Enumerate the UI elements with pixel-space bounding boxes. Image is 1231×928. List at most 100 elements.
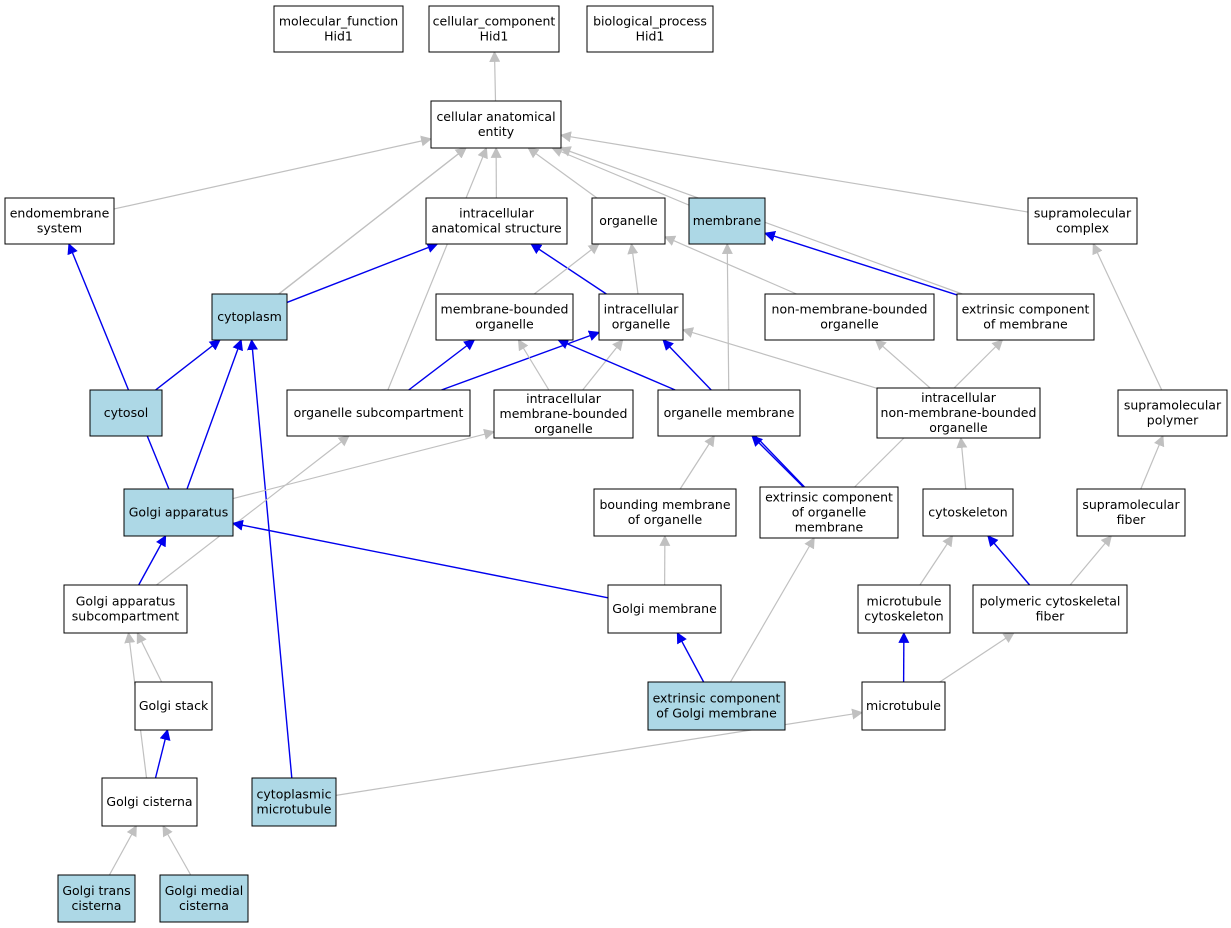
- node-cytoskeleton[interactable]: cytoskeleton: [922, 488, 1014, 537]
- node-golgi_cisterna[interactable]: Golgi cisterna: [101, 777, 198, 827]
- edge-extrinsic_component_of_golgi_membrane-to-golgi_membrane: [676, 632, 705, 683]
- node-box: [4, 197, 115, 245]
- node-organelle_subcompartment[interactable]: organelle subcompartment: [286, 389, 471, 437]
- edge-membrane-to-cellular_anatomical_entity: [551, 146, 690, 206]
- node-cytoplasm[interactable]: cytoplasm: [211, 293, 288, 341]
- node-box: [857, 584, 951, 634]
- edge-extrinsic_component_of_membrane-to-membrane: [763, 231, 958, 296]
- node-box: [211, 293, 288, 341]
- node-label: supramolecular: [1124, 398, 1222, 413]
- node-label: cellular_component: [433, 14, 556, 29]
- node-golgi_stack[interactable]: Golgi stack: [134, 681, 213, 731]
- node-label: fiber: [1036, 609, 1065, 624]
- node-label: anatomical structure: [431, 221, 561, 236]
- edge-golgi_apparatus-to-cytoplasm: [186, 338, 243, 490]
- edge-membrane_bounded_organelle-to-organelle: [533, 243, 600, 295]
- node-box: [428, 5, 560, 53]
- edge-cytoplasmic_microtubule-to-cytoplasm: [247, 338, 293, 779]
- node-box: [251, 777, 337, 827]
- node-label: biological_process: [593, 14, 707, 29]
- node-label: Golgi medial: [165, 883, 244, 898]
- edge-golgi_stack-to-golgi_apparatus_subcompartment: [136, 632, 163, 683]
- node-label: fiber: [1117, 512, 1146, 527]
- node-label: polymer: [1147, 413, 1199, 428]
- node-box: [1027, 197, 1138, 245]
- node-label: cytoplasmic: [257, 787, 332, 802]
- node-box: [647, 681, 786, 731]
- node-box: [273, 5, 404, 53]
- edge-extrinsic_component_of_golgi_membrane-to-extrinsic_component_of_organelle_membrane: [729, 537, 815, 683]
- node-label: Golgi apparatus: [76, 594, 176, 609]
- node-label: of organelle: [792, 505, 867, 520]
- node-membrane[interactable]: membrane: [688, 197, 766, 245]
- edge-non_membrane_bounded_organelle-to-organelle: [663, 235, 797, 295]
- node-label: organelle subcompartment: [294, 405, 464, 420]
- node-label: complex: [1056, 221, 1109, 236]
- node-microtubule[interactable]: microtubule: [861, 681, 946, 731]
- node-label: cisterna: [179, 898, 229, 913]
- node-box: [430, 100, 562, 149]
- edge-golgi_cisterna-to-golgi_stack: [154, 728, 171, 779]
- node-golgi_apparatus[interactable]: Golgi apparatus: [123, 488, 234, 537]
- node-label: organelle: [599, 213, 658, 228]
- node-box: [591, 197, 666, 245]
- edge-golgi_membrane-to-golgi_apparatus: [231, 519, 609, 599]
- edge-organelle_subcompartment-to-membrane_bounded_organelle: [408, 339, 476, 391]
- node-golgi_membrane[interactable]: Golgi membrane: [607, 584, 722, 634]
- node-label: organelle: [820, 317, 879, 332]
- edge-intracellular_non_membrane_bounded_organelle-to-non_membrane_bounded_organelle: [874, 339, 931, 389]
- edge-golgi_apparatus_subcompartment-to-organelle_subcompartment: [156, 435, 350, 586]
- node-label: non-membrane-bounded: [772, 302, 928, 317]
- edge-microtubule_cytoskeleton-to-cytoskeleton: [919, 535, 954, 586]
- node-label: membrane: [795, 520, 864, 535]
- node-box: [101, 777, 198, 827]
- node-organelle[interactable]: organelle: [591, 197, 666, 245]
- node-intracellular_non_membrane_bounded_organelle[interactable]: intracellularnon-membrane-boundedorganel…: [876, 387, 1041, 439]
- node-label: Golgi cisterna: [106, 794, 192, 809]
- node-label: extrinsic component: [653, 691, 781, 706]
- node-box: [1076, 488, 1186, 537]
- node-label: cytoskeleton: [864, 609, 943, 624]
- edge-organelle_subcompartment-to-cellular_anatomical_entity: [387, 146, 488, 391]
- node-label: organelle: [929, 420, 988, 435]
- node-label: Golgi apparatus: [129, 505, 229, 520]
- node-organelle_membrane[interactable]: organelle membrane: [657, 389, 801, 437]
- edge-microtubule-to-polymeric_cytoskeletal_fiber: [939, 632, 1015, 683]
- node-box: [586, 5, 714, 53]
- node-label: supramolecular: [1034, 206, 1132, 221]
- node-label: non-membrane-bounded: [881, 405, 1037, 420]
- edge-intracellular_membrane_bounded_organelle-to-membrane_bounded_organelle: [517, 339, 550, 391]
- node-label: intracellular: [459, 206, 535, 221]
- node-label: cisterna: [72, 898, 122, 913]
- node-label: cytosol: [104, 405, 148, 420]
- node-label: Golgi stack: [139, 698, 209, 713]
- edge-organelle_subcompartment-to-intracellular_organelle: [441, 330, 601, 391]
- edge-extrinsic_component_of_organelle_membrane-to-organelle_membrane: [751, 435, 804, 488]
- node-cytosol[interactable]: cytosol: [89, 389, 163, 437]
- node-label: microtubule: [866, 698, 941, 713]
